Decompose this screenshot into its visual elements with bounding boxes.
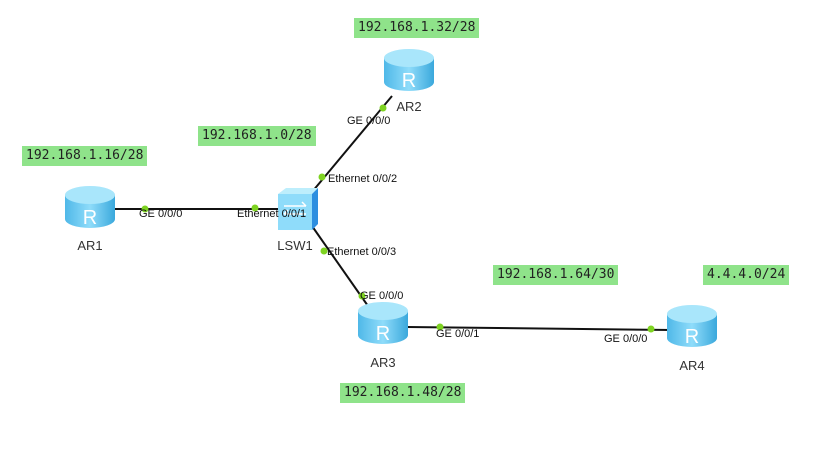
device-label: LSW1 (277, 238, 313, 253)
router-icon: R (358, 302, 408, 345)
link-ar3-ar4[interactable] (406, 326, 673, 331)
svg-text:R: R (402, 70, 416, 92)
subnet-label: 192.168.1.48/28 (340, 383, 466, 403)
port-dot (141, 205, 149, 213)
switch-lsw1[interactable] (276, 186, 320, 237)
port-label: GE 0/0/0 (347, 115, 391, 127)
router-icon: R (667, 305, 717, 348)
port-dot (251, 204, 259, 212)
switch-icon (278, 188, 318, 230)
device-label: AR4 (679, 358, 705, 373)
port-label: GE 0/0/1 (436, 328, 480, 340)
device-label: AR1 (77, 238, 103, 253)
port-label: GE 0/0/0 (360, 290, 404, 302)
port-dot (379, 104, 387, 112)
router-ar1[interactable]: R (63, 184, 117, 235)
subnet-label: 192.168.1.16/28 (22, 146, 148, 166)
link-lsw1-ar3[interactable] (311, 225, 369, 307)
port-label: GE 0/0/0 (604, 333, 648, 345)
svg-text:R: R (685, 326, 699, 348)
port-dot (436, 323, 444, 331)
router-ar2[interactable]: R (382, 47, 436, 98)
port-label: GE 0/0/0 (139, 208, 183, 220)
port-dot (320, 247, 328, 255)
subnet-label: 192.168.1.0/28 (198, 126, 316, 146)
router-ar3[interactable]: R (356, 300, 410, 351)
svg-text:R: R (83, 207, 97, 229)
subnet-label: 192.168.1.32/28 (354, 18, 480, 38)
router-ar4[interactable]: R (665, 303, 719, 354)
port-dot (647, 325, 655, 333)
router-icon: R (65, 186, 115, 229)
port-label: Ethernet 0/0/2 (328, 173, 398, 185)
subnet-label: 4.4.4.0/24 (703, 265, 790, 285)
port-label: Ethernet 0/0/3 (327, 246, 397, 258)
port-dot (358, 292, 366, 300)
subnet-label: 192.168.1.64/30 (493, 265, 619, 285)
port-label: Ethernet 0/0/1 (237, 208, 307, 220)
port-dot (318, 173, 326, 181)
device-label: AR2 (396, 99, 422, 114)
router-icon: R (384, 49, 434, 92)
device-label: AR3 (370, 355, 396, 370)
svg-text:R: R (376, 323, 390, 345)
